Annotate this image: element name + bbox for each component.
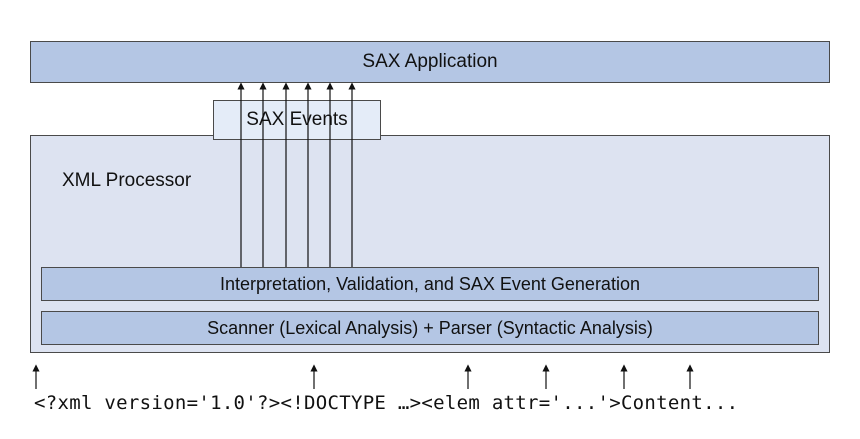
sax-events-box: SAX Events xyxy=(213,100,381,140)
interpretation-layer-box: Interpretation, Validation, and SAX Even… xyxy=(41,267,819,301)
scanner-layer-label: Scanner (Lexical Analysis) + Parser (Syn… xyxy=(207,317,653,338)
sax-events-label: SAX Events xyxy=(246,109,348,130)
sax-application-label: SAX Application xyxy=(362,51,498,72)
xml-input-text: <?xml version='1.0'?><!DOCTYPE …><elem a… xyxy=(34,392,739,414)
input-arrows xyxy=(32,364,694,389)
xml-processor-label: XML Processor xyxy=(62,170,192,191)
sax-application-box: SAX Application xyxy=(30,41,830,83)
interpretation-layer-label: Interpretation, Validation, and SAX Even… xyxy=(220,273,640,294)
scanner-layer-box: Scanner (Lexical Analysis) + Parser (Syn… xyxy=(41,311,819,345)
